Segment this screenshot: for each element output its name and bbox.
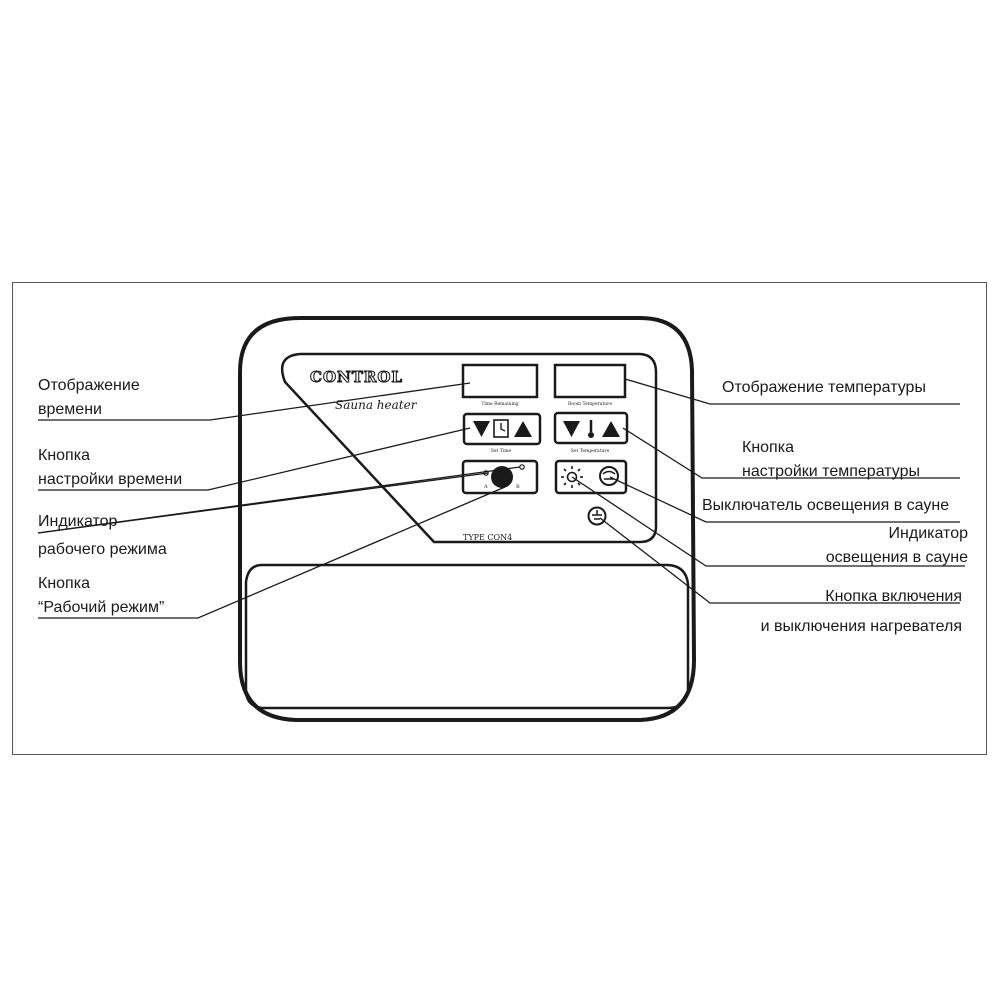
mode-dial-icon — [491, 466, 513, 488]
label-line: Выключатель освещения в сауне — [702, 497, 950, 514]
label-time-display: Отображение времени — [38, 374, 140, 422]
clock-icon-hand — [500, 423, 506, 432]
lower-cover — [244, 563, 690, 710]
leader-light-indicator — [571, 476, 965, 567]
label-line: рабочего режима — [38, 541, 167, 558]
time-display — [461, 363, 539, 399]
label-mode-button: Кнопка “Рабочий режим” — [38, 572, 164, 620]
label-line: Кнопка включения — [825, 588, 962, 605]
up-triangle-icon — [602, 421, 620, 437]
down-triangle-icon — [563, 421, 580, 437]
device-housing — [238, 316, 697, 722]
label-mode-indicator: Индикатор рабочего режима — [38, 508, 167, 564]
sun-lamp-icon — [561, 466, 583, 488]
diagram-frame — [12, 282, 987, 755]
set-temp-caption: Set Temperature — [571, 448, 610, 454]
label-line: и выключения нагревателя — [760, 618, 962, 635]
device-subtitle: Sauna heater — [335, 398, 418, 412]
leader-time-display — [38, 382, 471, 421]
label-line: времени — [38, 401, 102, 418]
temperature-display — [553, 363, 627, 399]
label-line: настройки температуры — [742, 463, 920, 480]
power-icon — [592, 510, 602, 520]
light-switch-button[interactable] — [554, 459, 628, 495]
clock-icon — [493, 419, 509, 438]
label-light-indicator: Индикатор освещения в сауне — [826, 522, 968, 570]
down-triangle-icon — [473, 421, 490, 437]
mode-indicator-b — [519, 464, 525, 470]
label-heater-button: Кнопка включения и выключения нагревател… — [761, 582, 962, 642]
mode-button[interactable] — [461, 459, 539, 495]
set-temperature-button[interactable] — [553, 411, 629, 445]
leader-time-button — [38, 427, 471, 491]
leader-mode-button — [38, 486, 506, 619]
mode-a-label: A — [483, 484, 488, 490]
label-line: освещения в сауне — [825, 549, 968, 566]
set-time-caption: Set Time — [491, 448, 512, 454]
control-face — [280, 352, 658, 544]
leader-light-switch — [609, 476, 960, 523]
label-line: “Рабочий режим” — [38, 599, 165, 616]
label-temp-display: Отображение температуры — [722, 376, 926, 400]
light-indicator-icon-mark — [602, 470, 616, 480]
label-line: настройки времени — [38, 471, 183, 488]
label-line: Индикатор — [888, 525, 968, 542]
label-line: Кнопка — [38, 447, 90, 464]
leader-temp-button — [622, 427, 960, 479]
brand-logo: CONTROL — [310, 368, 403, 386]
mode-b-label: B — [516, 484, 520, 490]
thermometer-bulb — [588, 432, 594, 438]
label-temp-button: Кнопка настройки температуры — [742, 436, 920, 484]
type-label: TYPE CON4 — [463, 533, 512, 542]
leader-temp-display — [624, 378, 960, 405]
power-button[interactable] — [587, 506, 607, 526]
label-line: Кнопка — [742, 439, 794, 456]
temp-display-caption: Room Temperature — [568, 401, 612, 407]
label-light-switch: Выключатель освещения в сауне — [702, 494, 949, 518]
label-line: Отображение температуры — [722, 379, 926, 396]
leader-mode-indicator-b — [37, 466, 521, 534]
label-time-button: Кнопка настройки времени — [38, 444, 182, 492]
label-line: Отображение — [38, 377, 140, 394]
time-display-caption: Time Remaining — [481, 401, 518, 407]
up-triangle-icon — [514, 421, 532, 437]
label-line: Кнопка — [38, 575, 90, 592]
light-indicator-icon — [599, 466, 619, 486]
label-line: Индикатор — [38, 513, 118, 530]
leader-heater-button — [599, 517, 960, 604]
